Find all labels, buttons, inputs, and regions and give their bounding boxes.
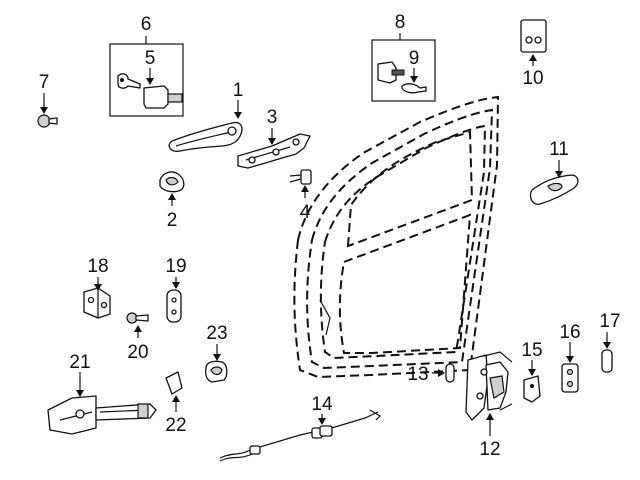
outside-handle (168, 121, 243, 152)
callout-5: 5 (145, 48, 156, 69)
lock-bracket (523, 375, 541, 403)
callout-20: 20 (127, 342, 148, 363)
callout-22: 22 (165, 415, 186, 436)
key-blank (520, 19, 547, 53)
callout-3: 3 (267, 107, 278, 128)
handle-cap (159, 171, 185, 193)
callout-11: 11 (549, 139, 569, 160)
lock-pin (445, 363, 455, 383)
striker (561, 363, 579, 393)
callout-15: 15 (521, 340, 542, 361)
check-clip (165, 371, 183, 395)
callout-2: 2 (167, 210, 178, 231)
lock-cable (219, 409, 381, 462)
callout-8: 8 (395, 12, 406, 33)
callout-7: 7 (39, 72, 50, 93)
callout-16: 16 (559, 322, 580, 343)
handle-frame (237, 133, 311, 169)
callout-10: 10 (522, 68, 543, 89)
callout-4: 4 (300, 202, 311, 223)
callout-14: 14 (311, 394, 333, 415)
callout-12: 12 (479, 439, 500, 460)
callout-17: 17 (599, 311, 620, 332)
callout-6: 6 (141, 14, 152, 35)
callout-18: 18 (87, 256, 108, 277)
lock-knob (37, 114, 58, 128)
hinge-plate (166, 289, 182, 323)
wire-connector (289, 169, 312, 185)
door-lock-assembly (465, 351, 513, 421)
striker-shim (601, 349, 613, 373)
callout-9: 9 (409, 48, 420, 69)
callout-19: 19 (165, 256, 186, 277)
callout-21: 21 (69, 352, 90, 373)
door-check (47, 395, 157, 435)
callout-1: 1 (233, 80, 244, 101)
callout-labels: 1 2 3 4 5 6 7 8 9 10 11 12 13 14 15 16 1… (39, 12, 621, 460)
door-bumper (205, 360, 228, 383)
leader-lines (40, 33, 611, 436)
inside-handle (529, 174, 579, 205)
key-set (371, 39, 436, 102)
door-hinge (83, 287, 111, 319)
door-shell (293, 95, 500, 379)
callout-23: 23 (206, 323, 227, 344)
callout-13: 13 (407, 364, 428, 385)
hinge-bolt (126, 312, 149, 324)
